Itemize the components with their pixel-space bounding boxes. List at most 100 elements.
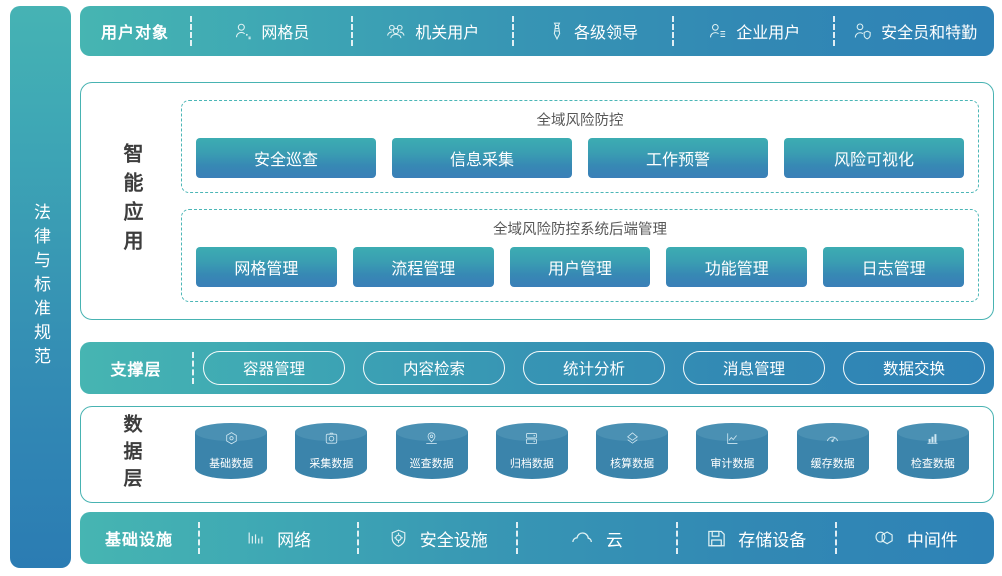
- infra-item-storage[interactable]: 存储设备: [678, 526, 835, 551]
- location-pin-icon: [396, 431, 468, 451]
- hexagon-node-icon: [195, 431, 267, 451]
- bar-chart-icon: [897, 431, 969, 451]
- app-button-function-management[interactable]: 功能管理: [666, 247, 808, 287]
- row-divider: [350, 16, 353, 46]
- floppy-disk-icon: [706, 528, 727, 549]
- tie-icon: [548, 21, 566, 41]
- user-item-gridworker[interactable]: 网格员: [192, 19, 351, 43]
- data-item-accounting[interactable]: 核算数据: [596, 422, 669, 487]
- shield-gear-icon: [388, 528, 409, 549]
- user-object-row: 用户对象 网格员: [80, 6, 994, 56]
- data-item-label: 基础数据: [209, 457, 254, 470]
- cloud-icon: [571, 529, 595, 547]
- cylinder-top: [796, 422, 869, 441]
- app-button-safety-inspection[interactable]: 安全巡查: [196, 138, 376, 178]
- infra-item-network[interactable]: 网络: [200, 526, 357, 551]
- user-item-label: 各级领导: [573, 25, 638, 42]
- person-shield-icon: [852, 21, 873, 41]
- hexagons-icon: [873, 528, 896, 548]
- row-divider: [192, 352, 194, 384]
- data-item-label: 核算数据: [610, 457, 655, 470]
- support-layer-title: 支撑层: [110, 362, 162, 379]
- infra-item-label: 存储设备: [738, 530, 807, 550]
- data-layer-panel: 数据层 基础数据: [80, 406, 994, 503]
- support-item-content-retrieval[interactable]: 内容检索: [363, 351, 505, 385]
- data-layer-title: 数据层: [120, 414, 142, 495]
- signal-bars-icon: [246, 528, 266, 548]
- user-item-label: 机关用户: [415, 25, 480, 42]
- infra-item-label: 云: [606, 530, 623, 550]
- app-button-process-management[interactable]: 流程管理: [352, 247, 494, 287]
- infra-item-middleware[interactable]: 中间件: [837, 526, 994, 551]
- row-divider: [675, 522, 678, 554]
- app-button-info-collection[interactable]: 信息采集: [392, 138, 572, 178]
- user-item-label: 安全员和特勤: [881, 25, 978, 42]
- data-item-label: 检查数据: [910, 457, 955, 470]
- group-people-icon: [385, 21, 407, 41]
- cylinder-top: [696, 422, 769, 441]
- user-item-security-officer[interactable]: 安全员和特勤: [835, 19, 994, 43]
- user-item-agency[interactable]: 机关用户: [353, 19, 512, 43]
- intelligent-application-panel: 智能应用 全域风险防控 安全巡查 信息采集 工作预警 风险可视化 全域风险防控系…: [80, 82, 994, 320]
- person-badge-icon: [707, 21, 728, 41]
- cylinder-top: [295, 422, 368, 441]
- data-item-inspection[interactable]: 巡查数据: [395, 422, 468, 487]
- user-object-title: 用户对象: [100, 25, 169, 42]
- cylinder-top: [495, 422, 568, 441]
- row-divider: [511, 16, 514, 46]
- row-divider: [834, 522, 837, 554]
- data-cylinder-row: 基础数据 采集数据: [181, 422, 993, 487]
- row-divider: [516, 522, 519, 554]
- button-row: 网格管理 流程管理 用户管理 功能管理 日志管理: [196, 247, 964, 287]
- data-item-label: 审计数据: [710, 457, 755, 470]
- infrastructure-title: 基础设施: [104, 532, 173, 549]
- infrastructure-row: 基础设施 网络 安全设施: [80, 512, 994, 564]
- user-item-enterprise[interactable]: 企业用户: [674, 19, 833, 43]
- data-item-label: 巡查数据: [409, 457, 454, 470]
- support-item-data-exchange[interactable]: 数据交换: [843, 351, 985, 385]
- user-item-leaders[interactable]: 各级领导: [514, 19, 673, 43]
- person-icon: [233, 21, 253, 41]
- infra-item-label: 安全设施: [419, 530, 488, 550]
- camera-icon: [295, 431, 367, 451]
- row-divider: [190, 16, 192, 46]
- cylinder-top: [195, 422, 268, 441]
- infra-item-security-facility[interactable]: 安全设施: [359, 526, 516, 551]
- infra-item-cloud[interactable]: 云: [518, 526, 675, 551]
- cylinder-top: [896, 422, 969, 441]
- gauge-icon: [797, 431, 869, 451]
- app-button-grid-management[interactable]: 网格管理: [196, 247, 337, 287]
- data-item-label: 采集数据: [309, 457, 354, 470]
- support-item-container-management[interactable]: 容器管理: [203, 351, 345, 385]
- user-item-label: 网格员: [261, 25, 310, 42]
- row-divider: [198, 522, 200, 554]
- row-divider: [357, 522, 360, 554]
- diamond-layers-icon: [596, 431, 668, 451]
- sidebar-label: 法律与标准规范: [31, 203, 50, 371]
- support-item-statistical-analysis[interactable]: 统计分析: [523, 351, 665, 385]
- data-item-label: 缓存数据: [810, 457, 855, 470]
- data-item-audit[interactable]: 审计数据: [696, 422, 769, 487]
- data-item-cache[interactable]: 缓存数据: [796, 422, 869, 487]
- data-item-basic[interactable]: 基础数据: [195, 422, 268, 487]
- infra-item-label: 网络: [277, 530, 312, 550]
- app-button-work-alert[interactable]: 工作预警: [588, 138, 768, 178]
- app-button-risk-visualization[interactable]: 风险可视化: [784, 138, 964, 178]
- cylinder-top: [596, 422, 669, 441]
- button-row: 安全巡查 信息采集 工作预警 风险可视化: [196, 138, 964, 178]
- group-caption: 全域风险防控: [536, 113, 624, 129]
- app-button-log-management[interactable]: 日志管理: [823, 247, 964, 287]
- data-item-archive[interactable]: 归档数据: [495, 422, 568, 487]
- data-item-label: 归档数据: [509, 457, 554, 470]
- row-divider: [672, 16, 675, 46]
- app-button-user-management[interactable]: 用户管理: [509, 247, 651, 287]
- group-caption: 全域风险防控系统后端管理: [493, 222, 667, 238]
- data-item-collected[interactable]: 采集数据: [295, 422, 368, 487]
- data-item-inspection-check[interactable]: 检查数据: [896, 422, 969, 487]
- cylinder-top: [395, 422, 468, 441]
- support-item-message-management[interactable]: 消息管理: [683, 351, 825, 385]
- line-chart-icon: [696, 431, 768, 451]
- server-rack-icon: [496, 431, 568, 451]
- law-standards-sidebar: 法律与标准规范: [10, 6, 71, 568]
